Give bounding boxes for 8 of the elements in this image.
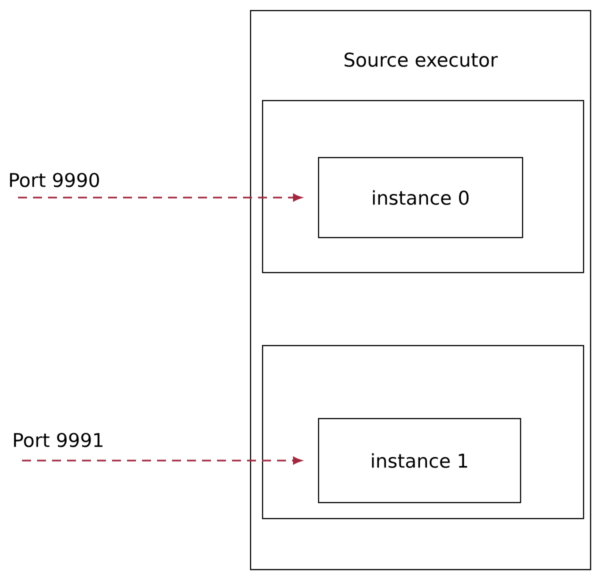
instance-box: instance 1: [318, 418, 522, 504]
instance-box: instance 0: [318, 157, 524, 238]
inner-box: [262, 100, 584, 274]
edge-label: Port 9990: [10, 172, 99, 188]
inner-box: [262, 345, 584, 520]
arrow: [22, 456, 302, 464]
arrow: [18, 194, 302, 202]
edge-label: Port 9991: [14, 432, 102, 448]
